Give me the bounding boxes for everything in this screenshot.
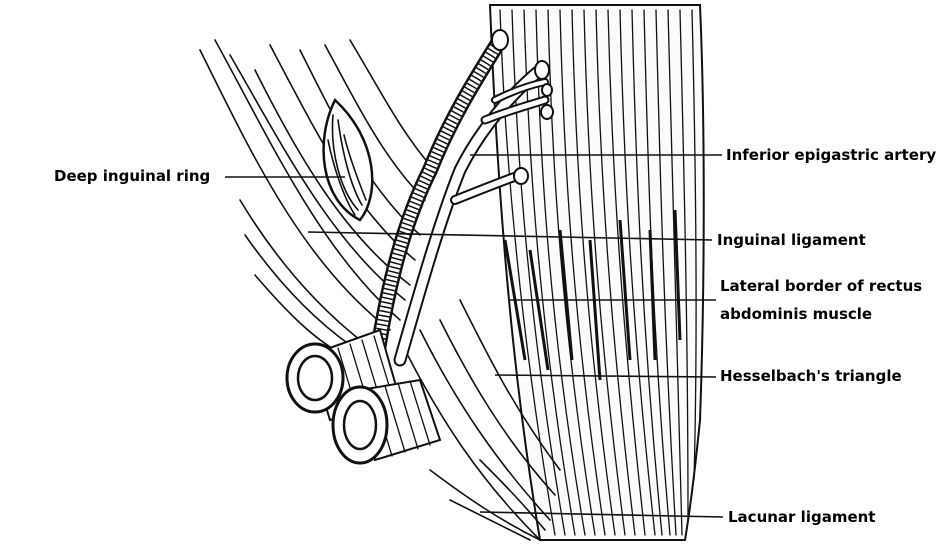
label-lateral-border-line1: Lateral border of rectus bbox=[720, 277, 923, 295]
rectus-muscle bbox=[488, 4, 705, 541]
label-inguinal-ligament: Inguinal ligament bbox=[717, 231, 866, 249]
lower-fascia bbox=[399, 299, 561, 541]
leader-lacunar bbox=[479, 511, 724, 518]
epigastric-vessels bbox=[367, 29, 554, 378]
deep-ring-shape bbox=[322, 97, 374, 222]
leader-inguinal-ligament bbox=[307, 231, 713, 241]
leader-lines bbox=[225, 154, 724, 518]
label-lacunar-ligament: Lacunar ligament bbox=[728, 508, 876, 526]
leader-hesselbach bbox=[494, 374, 717, 378]
fascia-folds bbox=[199, 39, 431, 351]
femoral-vessels bbox=[285, 328, 442, 465]
label-deep-inguinal-ring: Deep inguinal ring bbox=[54, 167, 211, 185]
label-hesselbachs-triangle: Hesselbach's triangle bbox=[720, 367, 902, 385]
label-inferior-epigastric-artery: Inferior epigastric artery bbox=[726, 146, 937, 164]
label-lateral-border-line2: abdominis muscle bbox=[720, 305, 873, 323]
